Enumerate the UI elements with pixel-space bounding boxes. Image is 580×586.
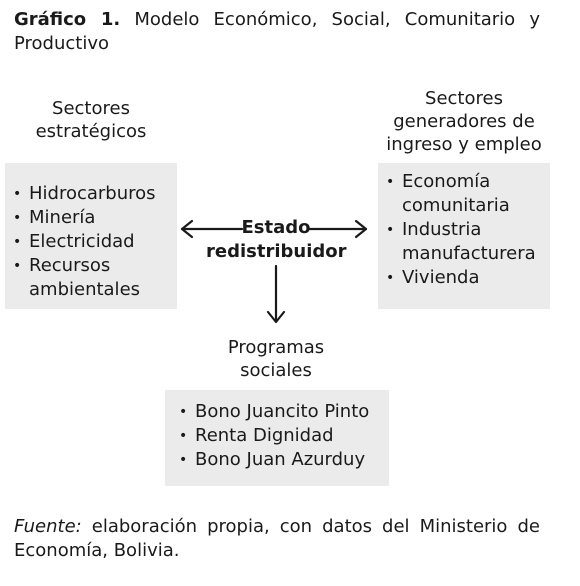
list-item-line: Vivienda: [402, 267, 480, 288]
figure-title-text: Modelo Económico, Social, Comunitario y …: [14, 9, 540, 54]
social-programs-heading: Programas sociales: [186, 336, 366, 382]
social-programs-box: Bono Juancito Pinto Renta Dignidad Bono …: [165, 390, 389, 486]
list-item-line: Hidrocarburos: [29, 183, 156, 204]
list-item: Hidrocarburos: [5, 182, 177, 206]
heading-line: Sectores: [425, 88, 503, 109]
list-item: Renta Dignidad: [171, 424, 389, 448]
heading-line: ingreso y empleo: [386, 134, 542, 155]
list-item: Electricidad: [5, 230, 177, 254]
right-arrow: [308, 219, 368, 239]
figure-label: Gráfico 1.: [14, 9, 121, 30]
state-redistributor-label: Estado redistribuidor: [206, 216, 347, 264]
list-item-line: comunitaria: [402, 195, 510, 216]
down-arrow: [266, 264, 286, 324]
list-item-line: Industria: [402, 219, 482, 240]
heading-line: generadores de: [393, 111, 535, 132]
source-label: Fuente:: [14, 516, 82, 537]
list-item-line: manufacturera: [402, 243, 536, 264]
source-text: elaboración propia, con datos del Minist…: [14, 516, 540, 561]
center-label-line: redistribuidor: [206, 241, 347, 262]
list-item-line: Renta Dignidad: [195, 425, 334, 446]
list-item-line: Minería: [29, 207, 96, 228]
strategic-sectors-heading: Sectores estratégicos: [5, 97, 177, 143]
heading-line: Programas: [227, 337, 325, 358]
heading-line: Sectores: [52, 98, 130, 119]
list-item-line: ambientales: [29, 279, 141, 300]
list-item-line: Recursos: [29, 255, 111, 276]
income-sectors-heading: Sectores generadores de ingreso y empleo: [378, 87, 550, 156]
heading-line: estratégicos: [35, 121, 147, 142]
strategic-sectors-box: Hidrocarburos Minería Electricidad Recur…: [5, 163, 177, 309]
list-item: Economía comunitaria: [378, 170, 550, 218]
figure-source: Fuente: elaboración propia, con datos de…: [14, 515, 540, 563]
list-item-line: Economía: [402, 171, 491, 192]
list-item: Bono Juan Azurduy: [171, 448, 389, 472]
heading-line: sociales: [240, 360, 312, 381]
figure-title: Gráfico 1. Modelo Económico, Social, Com…: [14, 8, 540, 56]
list-item: Minería: [5, 206, 177, 230]
list-item-line: Bono Juan Azurduy: [195, 449, 366, 470]
center-label-line: Estado: [241, 217, 311, 238]
list-item: Bono Juancito Pinto: [171, 400, 389, 424]
left-arrow: [180, 219, 244, 239]
list-item: Recursos ambientales: [5, 254, 177, 302]
list-item-line: Electricidad: [29, 231, 135, 252]
list-item: Industria manufacturera: [378, 218, 550, 266]
list-item: Vivienda: [378, 266, 550, 290]
income-sectors-box: Economía comunitaria Industria manufactu…: [378, 163, 550, 309]
list-item-line: Bono Juancito Pinto: [195, 401, 370, 422]
